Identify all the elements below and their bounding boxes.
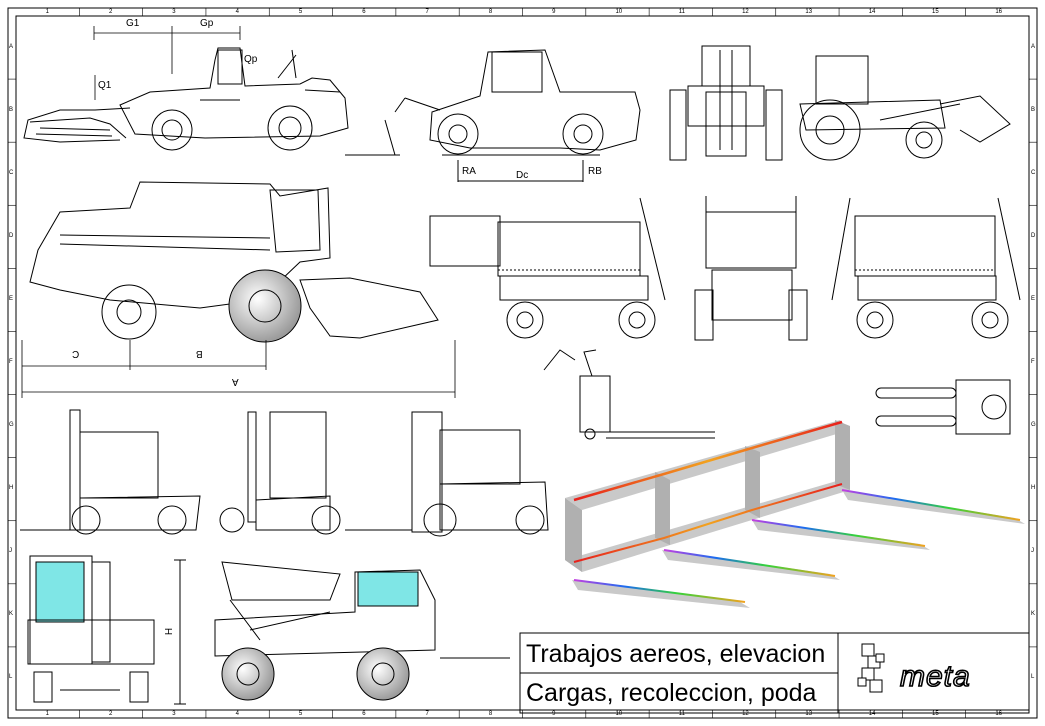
row-ticks bbox=[8, 78, 1037, 648]
row-label: J bbox=[1031, 548, 1034, 555]
column-label: 16 bbox=[995, 711, 1003, 717]
column-label: 3 bbox=[172, 9, 176, 15]
trailer-side-2-drawing bbox=[831, 197, 1021, 339]
dim-label-q1: Q1 bbox=[98, 80, 112, 91]
column-label: 2 bbox=[108, 9, 113, 15]
row-label: D bbox=[1031, 232, 1036, 239]
row-label: E bbox=[1031, 295, 1036, 302]
column-label: 13 bbox=[805, 9, 813, 15]
column-label: 10 bbox=[615, 9, 623, 15]
column-label: 3 bbox=[172, 711, 176, 717]
row-label: B bbox=[1031, 106, 1036, 113]
trailer-rear-drawing bbox=[694, 196, 808, 341]
row-label: D bbox=[9, 232, 14, 239]
column-label: 11 bbox=[678, 9, 686, 15]
column-label: 14 bbox=[868, 711, 876, 717]
pallet-truck-drawing bbox=[543, 349, 715, 440]
column-label: 1 bbox=[45, 9, 49, 15]
column-label: 8 bbox=[488, 9, 493, 15]
forklift-3-drawing bbox=[345, 411, 549, 537]
column-label: 1 bbox=[45, 711, 49, 717]
row-label: C bbox=[1031, 169, 1036, 176]
title-block-frame bbox=[519, 632, 1030, 714]
dim-label-b: B bbox=[196, 348, 203, 359]
column-label: 2 bbox=[108, 711, 113, 717]
column-label: 6 bbox=[362, 9, 366, 15]
row-label: F bbox=[1031, 359, 1035, 365]
combine-harvester-drawing bbox=[29, 181, 439, 343]
aerial-platform-side-drawing bbox=[214, 561, 510, 701]
row-label: J bbox=[9, 548, 12, 555]
wheel-loader-drawing bbox=[23, 47, 349, 151]
row-label: G bbox=[1031, 422, 1036, 429]
dim-label-gp: Gp bbox=[200, 18, 214, 29]
column-label: 14 bbox=[868, 9, 876, 15]
row-label: A bbox=[9, 43, 14, 50]
column-label: 13 bbox=[805, 711, 813, 717]
row-label: H bbox=[9, 485, 14, 492]
harvester-dimensions bbox=[21, 340, 456, 398]
forklift-1-drawing bbox=[20, 409, 201, 535]
column-label: 15 bbox=[932, 9, 939, 15]
dim-label-c: C bbox=[72, 348, 80, 359]
column-label: 12 bbox=[742, 9, 749, 15]
row-label: A bbox=[1031, 43, 1036, 50]
column-label: 16 bbox=[995, 9, 1003, 15]
dim-label-g1: G1 bbox=[126, 18, 140, 29]
row-label: K bbox=[9, 611, 14, 618]
column-label: 15 bbox=[932, 711, 939, 717]
tractor-drawing bbox=[799, 55, 1011, 161]
row-label: C bbox=[9, 169, 14, 176]
dim-label-qp: Qp bbox=[244, 54, 258, 65]
pallet-truck-top-drawing bbox=[875, 379, 1011, 435]
dim-label-rb: RB bbox=[588, 166, 602, 177]
column-label: 7 bbox=[425, 711, 429, 717]
column-ticks bbox=[79, 8, 966, 718]
column-label: 4 bbox=[235, 711, 239, 717]
column-label: 10 bbox=[615, 711, 623, 717]
telehandler-drawing bbox=[345, 49, 641, 182]
dim-label-h: H bbox=[164, 627, 176, 636]
dim-label-ra: RA bbox=[462, 166, 476, 177]
column-label: 6 bbox=[362, 711, 366, 717]
column-label: 8 bbox=[488, 711, 493, 717]
row-label: F bbox=[9, 359, 13, 365]
column-label: 5 bbox=[298, 9, 303, 15]
meta-logo-icon bbox=[857, 643, 885, 693]
column-label: 5 bbox=[298, 711, 303, 717]
forklift-2-drawing bbox=[219, 411, 341, 535]
row-label: E bbox=[9, 295, 14, 302]
row-label: K bbox=[1031, 611, 1036, 618]
title-line-1: Trabajos aereos, elevacion bbox=[526, 640, 826, 668]
fem-fork-frame bbox=[565, 420, 1025, 608]
tracked-machine-front-drawing bbox=[669, 45, 783, 161]
aerial-platform-front-drawing bbox=[27, 555, 186, 705]
column-label: 9 bbox=[552, 711, 556, 717]
column-label: 11 bbox=[678, 711, 686, 717]
drawing-frame bbox=[7, 7, 1038, 719]
row-label: L bbox=[9, 674, 13, 681]
row-label: G bbox=[9, 422, 14, 429]
trailer-side-drawing bbox=[429, 197, 666, 339]
dim-label-dc: Dc bbox=[516, 170, 529, 181]
loader-dimensions bbox=[93, 26, 241, 100]
title-line-2: Cargas, recoleccion, poda bbox=[526, 679, 817, 707]
dim-label-a: A bbox=[232, 376, 239, 387]
column-label: 12 bbox=[742, 711, 749, 717]
column-label: 7 bbox=[425, 9, 429, 15]
column-label: 4 bbox=[235, 9, 239, 15]
row-label: L bbox=[1031, 674, 1035, 681]
row-label: B bbox=[9, 106, 14, 113]
brand-name: meta bbox=[899, 659, 971, 694]
row-label: H bbox=[1031, 485, 1036, 492]
column-label: 9 bbox=[552, 9, 556, 15]
